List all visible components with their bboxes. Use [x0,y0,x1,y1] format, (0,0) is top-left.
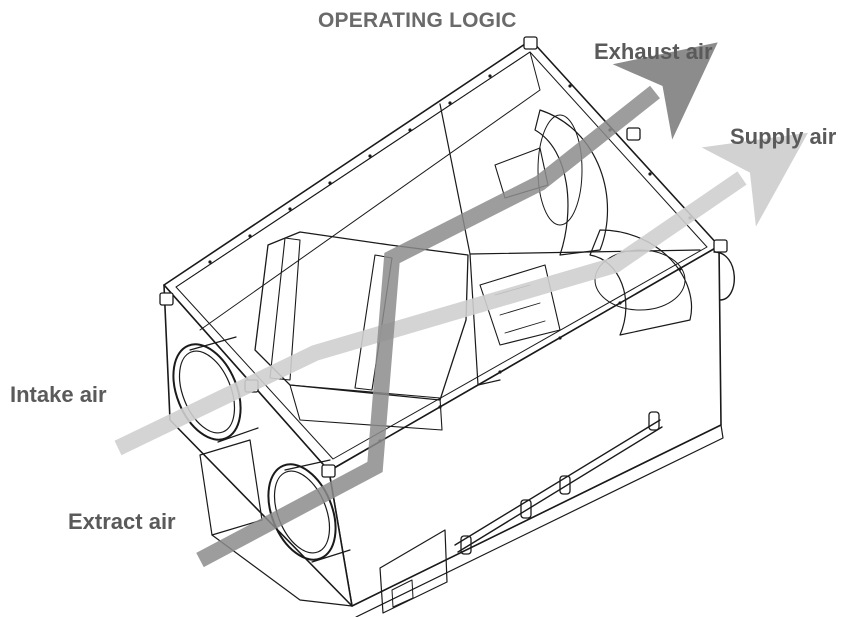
heat-exchanger-frame-c [289,384,443,431]
bracket-top [523,36,538,50]
housing-bottom-lip [351,424,724,617]
interior-partition [469,253,501,386]
extract-air-label: Extract air [68,509,176,534]
right-duct-stub [713,251,735,301]
front-label-plate [391,579,414,608]
extract-to-exhaust-airflow-arrow [196,42,718,568]
heat-exchanger-frame-a [269,237,301,381]
corner-brackets [159,36,728,478]
bracket-right [713,239,728,253]
mounting-block-side [211,534,353,607]
intake-duct-collar [172,336,259,443]
interior-back-wall [175,51,541,331]
diagram-title: OPERATING LOGIC [318,9,517,32]
front-panel-cover [379,529,448,614]
heat-exchanger-core [254,231,469,401]
bracket-right-upper [626,127,641,141]
intake-air-label: Intake air [10,382,107,407]
supply-air-label: Supply air [730,124,837,149]
motor-bracket-lower [479,264,561,346]
bracket-front-mid [321,464,336,478]
drain-pipe-clips [460,411,660,555]
intake-to-supply-airflow-arrow [114,132,808,456]
bracket-left [159,292,174,306]
fan-wheel-upper [537,114,583,226]
exhaust-air-label: Exhaust air [594,39,713,64]
